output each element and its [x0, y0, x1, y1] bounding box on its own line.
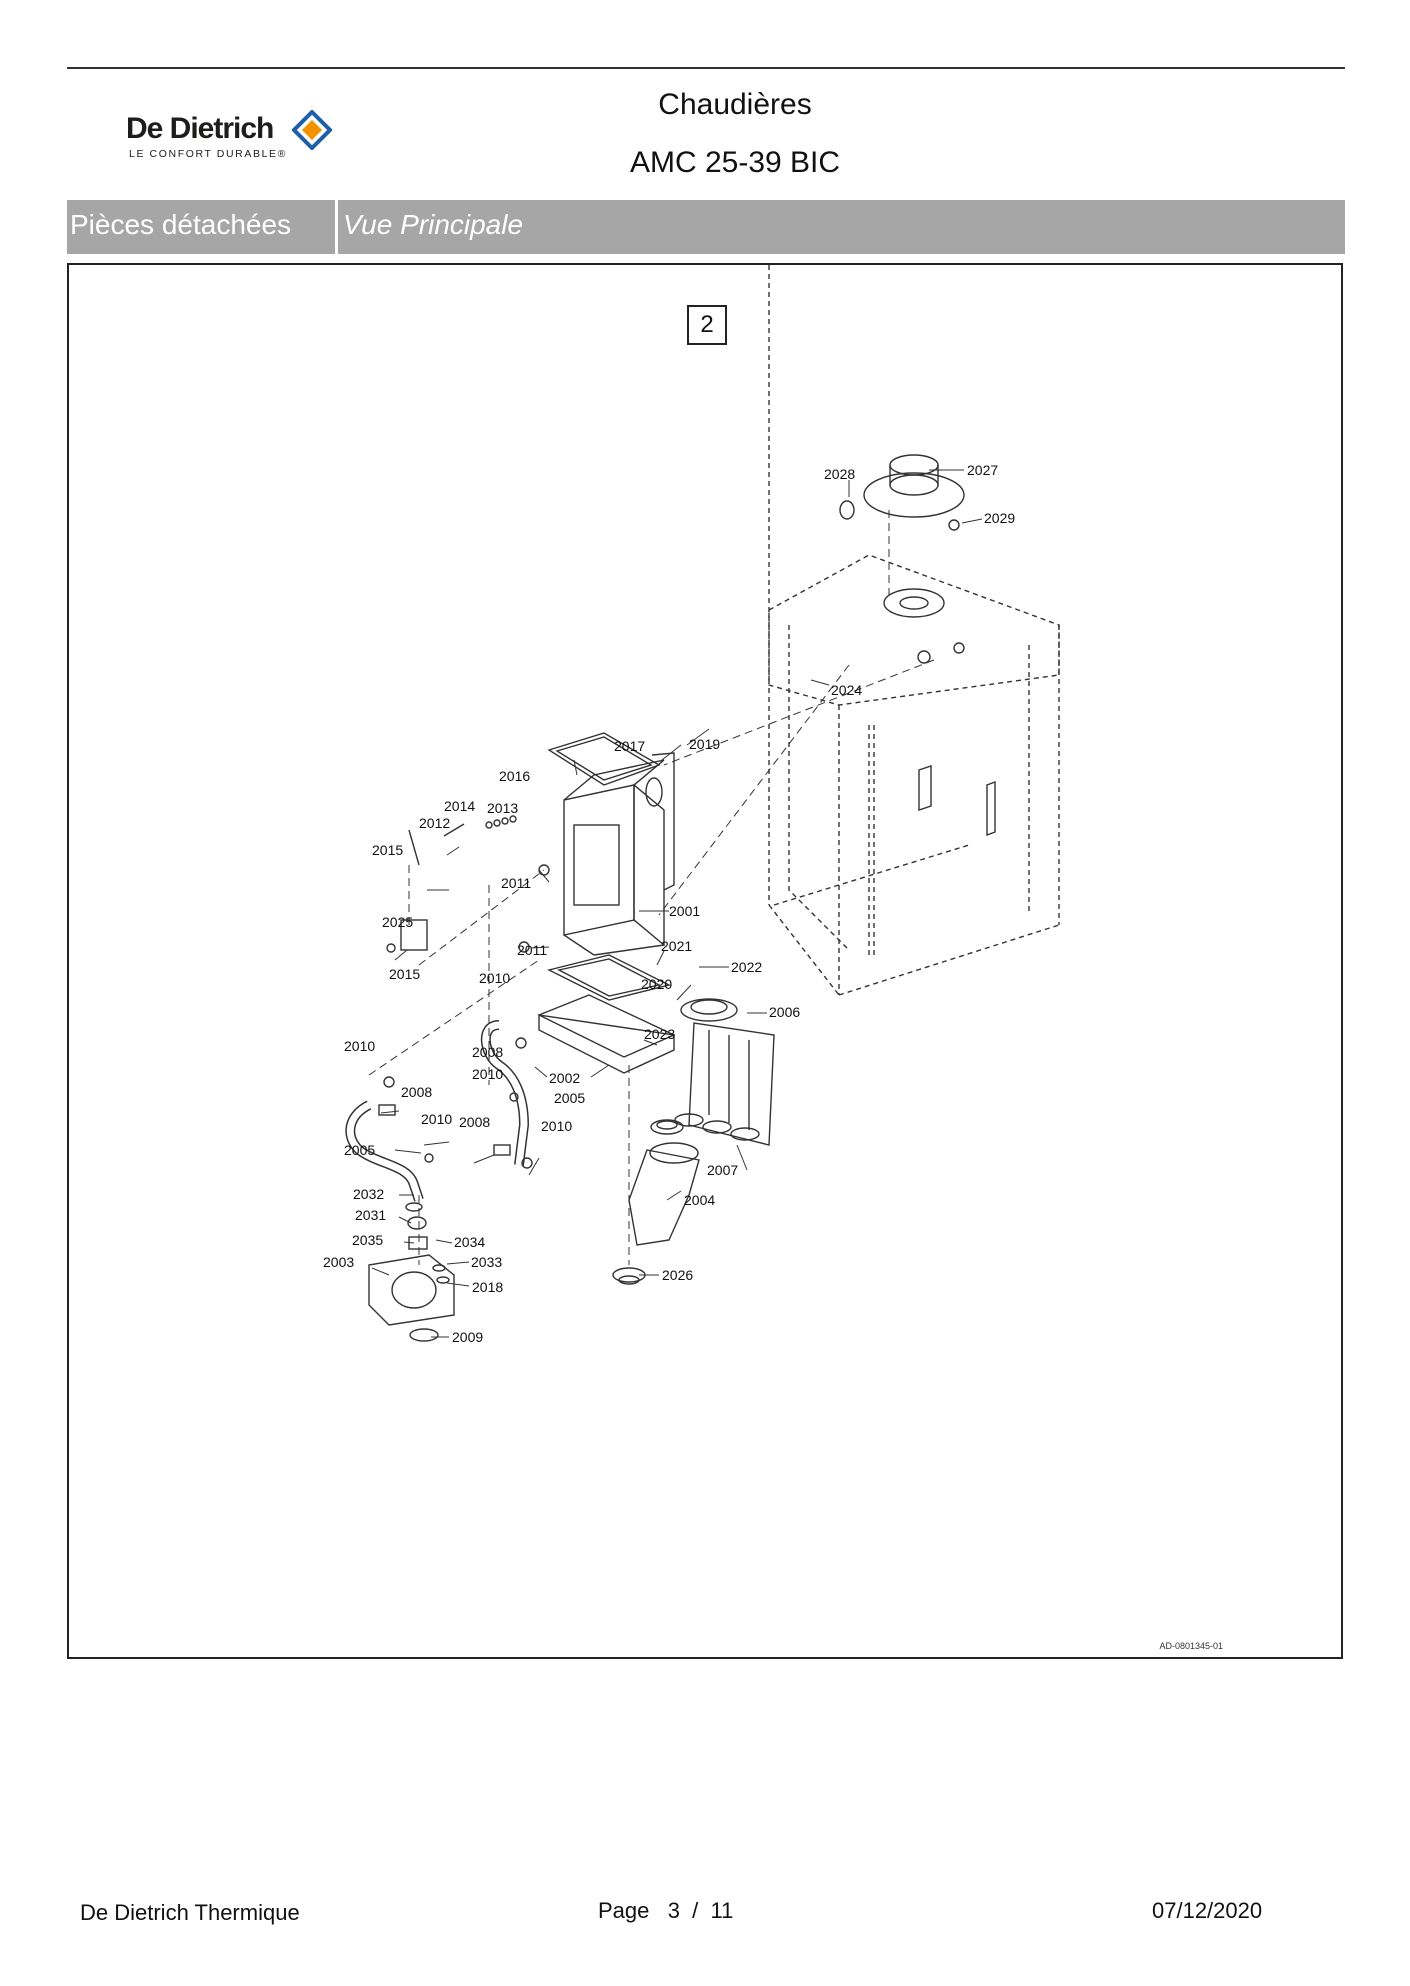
label-2014: 2014	[444, 798, 475, 814]
brand-logo: De Dietrich LE CONFORT DURABLE®	[126, 110, 341, 164]
label-2019: 2019	[689, 736, 720, 752]
casing-bracket	[918, 765, 932, 811]
label-2027: 2027	[967, 462, 998, 478]
drawing-reference-code: AD-0801345-01	[1159, 1641, 1223, 1651]
diagram-frame: 2028 2027 2029 2024 2017 2019 2016 2014 …	[67, 263, 1343, 1659]
view-number-box: 2	[687, 305, 727, 345]
section-label-view: Vue Principale	[343, 209, 524, 240]
label-2020: 2020	[641, 976, 672, 992]
gas-valve-block	[400, 919, 428, 951]
label-2034: 2034	[454, 1234, 485, 1250]
label-2021: 2021	[661, 938, 692, 954]
fan-unit	[368, 1254, 455, 1326]
label-2007: 2007	[707, 1162, 738, 1178]
label-2026: 2026	[662, 1267, 693, 1283]
label-2024: 2024	[831, 682, 862, 698]
page-title-model: AMC 25-39 BIC	[629, 146, 841, 179]
footer-page-number: Page 3 / 11	[598, 1898, 734, 1923]
page-title-category: Chaudières	[658, 88, 812, 121]
label-2010: 2010	[541, 1118, 572, 1134]
label-2011: 2011	[501, 875, 531, 891]
label-2009: 2009	[452, 1329, 483, 1345]
label-2033: 2033	[471, 1254, 502, 1270]
label-2031: 2031	[355, 1207, 386, 1223]
label-2023: 2023	[644, 1026, 675, 1042]
label-2008: 2008	[401, 1084, 432, 1100]
footer-date: 07/12/2020	[1152, 1898, 1263, 1923]
label-2029: 2029	[984, 510, 1015, 526]
brand-name: De Dietrich	[126, 112, 274, 145]
label-2008: 2008	[459, 1114, 490, 1130]
label-2017: 2017	[614, 738, 645, 754]
part-number-labels: 2028 2027 2029 2024 2017 2019 2016 2014 …	[323, 462, 1015, 1345]
heat-exchanger-cover	[547, 732, 661, 786]
section-divider	[335, 200, 338, 254]
label-2025: 2025	[382, 914, 413, 930]
label-2022: 2022	[731, 959, 762, 975]
footer-company: De Dietrich Thermique	[80, 1900, 300, 1925]
label-2005: 2005	[554, 1090, 585, 1106]
label-2011: 2011	[517, 942, 547, 958]
label-2010: 2010	[344, 1038, 375, 1054]
label-2003: 2003	[323, 1254, 354, 1270]
exploded-view-diagram: 2028 2027 2029 2024 2017 2019 2016 2014 …	[323, 265, 1060, 1345]
label-2010: 2010	[472, 1066, 503, 1082]
top-rule	[67, 67, 1345, 69]
air-intake-duct	[688, 1022, 775, 1146]
label-2010: 2010	[479, 970, 510, 986]
label-2010: 2010	[421, 1111, 452, 1127]
label-2028: 2028	[824, 466, 855, 482]
ignition-electrode	[645, 777, 663, 807]
label-2032: 2032	[353, 1186, 384, 1202]
label-2016: 2016	[499, 768, 530, 784]
label-2008: 2008	[472, 1044, 503, 1060]
boiler-casing-outline	[768, 265, 1060, 996]
label-2035: 2035	[352, 1232, 383, 1248]
flue-adapter	[863, 472, 965, 518]
label-2012: 2012	[419, 815, 450, 831]
label-2015: 2015	[389, 966, 420, 982]
brand-tagline: LE CONFORT DURABLE®	[129, 148, 287, 160]
label-2004: 2004	[684, 1192, 715, 1208]
diamond-logo-icon	[292, 110, 332, 150]
air-intake-ring	[680, 998, 738, 1022]
label-2006: 2006	[769, 1004, 800, 1020]
flue-opening	[883, 588, 945, 618]
section-label-spare-parts: Pièces détachées	[70, 209, 292, 240]
label-2015: 2015	[372, 842, 403, 858]
section-bar: Pièces détachées Vue Principale	[67, 200, 1345, 254]
label-2013: 2013	[487, 800, 518, 816]
label-2018: 2018	[472, 1279, 503, 1295]
label-2002: 2002	[549, 1070, 580, 1086]
label-2001: 2001	[669, 903, 700, 919]
label-2005: 2005	[344, 1142, 375, 1158]
